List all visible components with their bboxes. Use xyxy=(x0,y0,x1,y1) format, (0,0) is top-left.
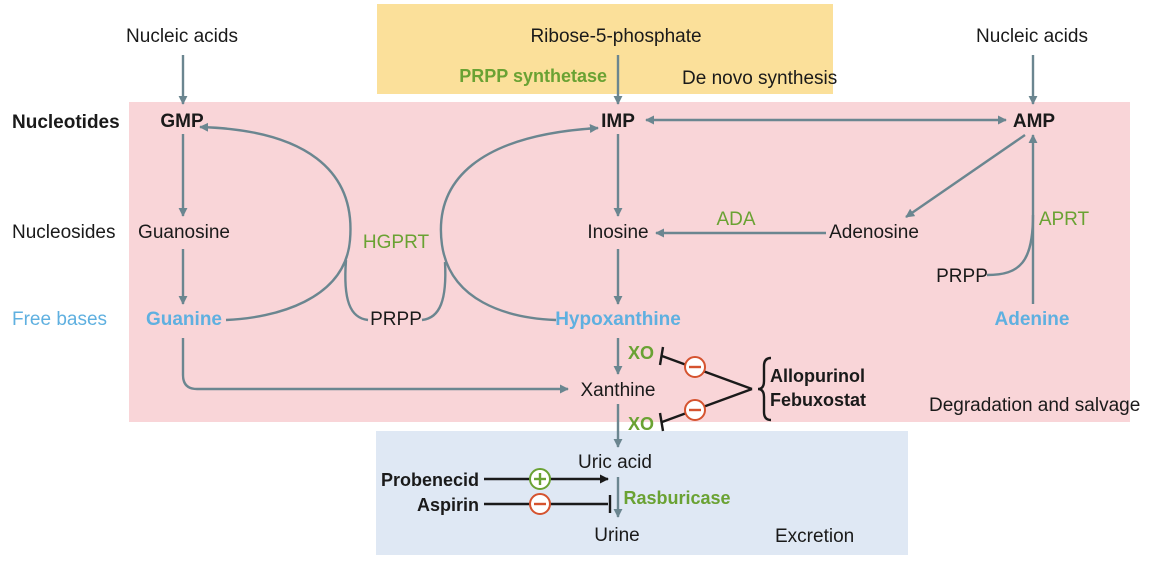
region-excretion xyxy=(376,431,908,555)
edge-guanine-to-gmp-hgprt xyxy=(199,122,352,322)
minus-circle-icon xyxy=(529,493,551,515)
region-label-degradation: Degradation and salvage xyxy=(929,395,1140,416)
edge-amp-to-adenosine xyxy=(905,134,1026,218)
node-adenine: Adenine xyxy=(995,309,1070,330)
row-label-free-bases: Free bases xyxy=(12,309,107,330)
node-inosine: Inosine xyxy=(587,222,648,243)
node-prpp-right: PRPP xyxy=(936,266,988,287)
edge-hypoxanthine-to-imp-hgprt xyxy=(439,123,599,322)
xo-inhibition-top-bar xyxy=(658,346,665,366)
xo-inhibition-top xyxy=(661,354,753,391)
node-urine: Urine xyxy=(594,525,639,546)
node-amp: AMP xyxy=(1013,111,1056,132)
edge-prpp-aprt xyxy=(986,214,1035,277)
region-degradation-salvage xyxy=(129,102,1130,422)
minus-circle-icon xyxy=(684,356,706,378)
node-nucleic-acids-left: Nucleic acids xyxy=(126,26,238,47)
region-de-novo xyxy=(377,4,833,94)
edge-guanine-to-xanthine xyxy=(181,338,569,394)
enzyme-aprt: APRT xyxy=(1039,209,1090,230)
drug-febuxostat: Febuxostat xyxy=(770,390,866,410)
xo-inhibition-bottom xyxy=(661,387,753,424)
drug-aspirin: Aspirin xyxy=(417,495,479,515)
node-gmp: GMP xyxy=(160,111,204,132)
drug-brace xyxy=(757,356,772,422)
node-hypoxanthine: Hypoxanthine xyxy=(555,309,681,330)
node-ribose-5-phosphate: Ribose-5-phosphate xyxy=(530,26,701,47)
drug-probenecid: Probenecid xyxy=(381,470,479,490)
node-uric-acid: Uric acid xyxy=(578,452,652,473)
node-adenosine: Adenosine xyxy=(829,222,919,243)
enzyme-xo-top: XO xyxy=(628,343,654,363)
enzyme-ada: ADA xyxy=(716,209,755,230)
xo-inhibition-bottom-bar xyxy=(658,412,665,432)
node-guanine: Guanine xyxy=(146,309,222,330)
minus-circle-icon xyxy=(684,399,706,421)
row-label-nucleosides: Nucleosides xyxy=(12,222,116,243)
enzyme-hgprt: HGPRT xyxy=(363,232,430,253)
enzyme-prpp-synthetase: PRPP synthetase xyxy=(459,66,607,86)
node-imp: IMP xyxy=(601,111,635,132)
node-prpp-center: PRPP xyxy=(370,309,422,330)
plus-circle-icon xyxy=(529,468,551,490)
region-label-excretion: Excretion xyxy=(775,526,854,547)
row-label-nucleotides: Nucleotides xyxy=(12,112,120,133)
node-xanthine: Xanthine xyxy=(580,380,655,401)
enzyme-xo-bottom: XO xyxy=(628,414,654,434)
enzyme-rasburicase: Rasburicase xyxy=(623,488,730,508)
region-label-de-novo: De novo synthesis xyxy=(682,68,837,89)
node-guanosine: Guanosine xyxy=(138,222,230,243)
drug-allopurinol: Allopurinol xyxy=(770,366,865,386)
node-nucleic-acids-right: Nucleic acids xyxy=(976,26,1088,47)
edge-prpp-hgprt-left xyxy=(344,259,369,322)
edge-prpp-hgprt-right xyxy=(421,261,447,322)
